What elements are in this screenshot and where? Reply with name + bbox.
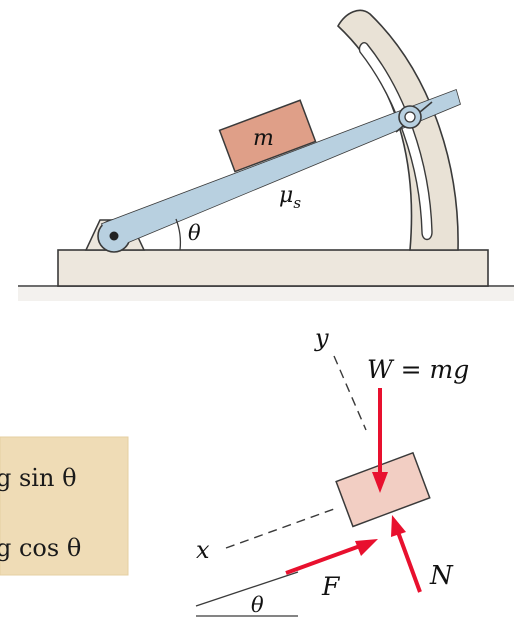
mu-symbol: μ xyxy=(279,183,293,208)
equation-clip: g sin θ g cos θ xyxy=(0,436,129,576)
pivot-pin xyxy=(109,231,119,241)
weight-label: W = mg xyxy=(367,355,469,384)
equation-line-2: g cos θ xyxy=(0,534,81,562)
fbd-angle-label: θ xyxy=(251,593,264,617)
stand-slot xyxy=(358,42,433,241)
mu-subscript: s xyxy=(293,194,301,212)
x-axis-dashed xyxy=(225,508,335,549)
base-plate xyxy=(57,249,489,287)
incline-angle-label: θ xyxy=(188,221,201,245)
x-axis-label: x xyxy=(196,536,210,564)
normal-arrow xyxy=(391,515,422,593)
friction-arrow xyxy=(285,539,378,575)
y-axis-dashed xyxy=(333,355,367,431)
equation-line-1: g sin θ xyxy=(0,464,77,492)
clamp-knob xyxy=(395,101,433,133)
free-body-diagram: y x θ W = mg F N xyxy=(195,324,469,617)
floor-shadow xyxy=(18,287,514,301)
normal-force-label: N xyxy=(429,561,454,591)
incline-reference-line xyxy=(195,571,299,607)
y-axis-label: y xyxy=(314,324,329,352)
weight-arrow xyxy=(372,388,388,493)
parchment-background xyxy=(0,437,128,575)
friction-force-label: F xyxy=(321,572,341,601)
apparatus-illustration: m μs θ xyxy=(18,9,514,301)
mass-label: m xyxy=(253,126,274,151)
mass-block xyxy=(218,99,317,173)
fbd-block xyxy=(335,451,431,528)
friction-coefficient-label: μs xyxy=(279,183,301,212)
incline-angle-arc xyxy=(175,218,182,251)
